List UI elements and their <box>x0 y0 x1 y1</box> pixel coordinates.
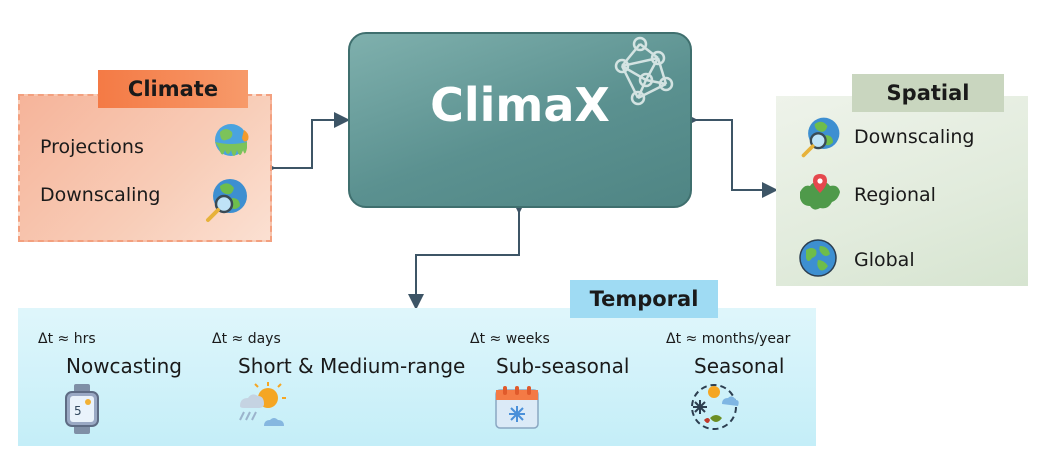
climate-panel <box>18 94 272 242</box>
smartwatch-weather-icon: 5 <box>65 384 99 434</box>
spatial-item-downscaling: Downscaling <box>854 126 975 148</box>
climate-item-projections: Projections <box>40 136 144 158</box>
temporal-item-seasonal: Seasonal <box>694 354 785 378</box>
temporal-item-nowcasting: Nowcasting <box>66 354 182 378</box>
arrow-climate-center <box>260 112 350 176</box>
sun-cloud-rain-icon <box>239 382 286 426</box>
temporal-dt-weeks: Δt ≈ weeks <box>470 331 550 347</box>
map-pin-region-icon <box>800 174 840 210</box>
melting-earth-icon <box>215 124 249 156</box>
climax-title: ClimaX <box>430 78 610 132</box>
temporal-dt-hrs: Δt ≈ hrs <box>38 331 96 347</box>
temporal-item-short-medium-range: Short & Medium-range <box>238 354 466 378</box>
temporal-panel <box>18 308 816 446</box>
temporal-dt-days: Δt ≈ days <box>212 331 281 347</box>
neural-network-icon <box>614 36 674 106</box>
seasons-cycle-icon <box>691 384 739 430</box>
arrow-center-spatial <box>682 112 778 198</box>
temporal-dt-months-year: Δt ≈ months/year <box>666 331 791 347</box>
arrow-center-temporal <box>408 198 527 310</box>
spatial-item-regional: Regional <box>854 184 936 206</box>
globe-icon <box>799 239 837 277</box>
globe-magnifier-icon <box>801 117 840 158</box>
climate-item-downscaling: Downscaling <box>40 184 161 206</box>
climate-header: Climate <box>98 70 248 108</box>
climax-model-box <box>348 32 692 208</box>
spatial-header: Spatial <box>852 74 1004 112</box>
svg-text:5: 5 <box>74 404 82 418</box>
temporal-header: Temporal <box>570 280 718 318</box>
globe-magnifier-icon <box>206 179 247 222</box>
spatial-item-global: Global <box>854 249 915 271</box>
calendar-snow-icon <box>495 386 539 429</box>
temporal-item-sub-seasonal: Sub-seasonal <box>496 354 630 378</box>
